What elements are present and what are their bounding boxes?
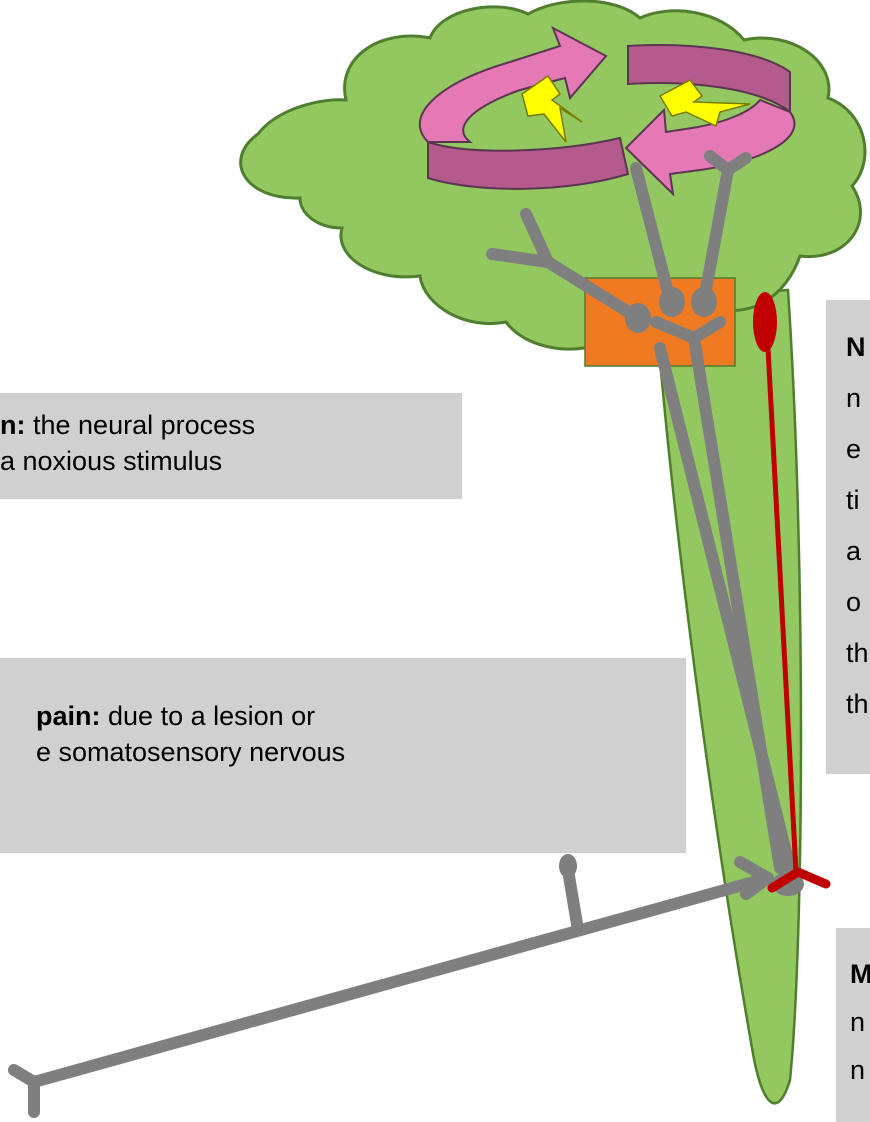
right-top-line-7: th	[846, 679, 870, 730]
neuron-body-peripheral	[559, 854, 577, 878]
peripheral-neuron	[34, 878, 768, 1082]
right-bottom-term: M	[850, 950, 870, 998]
nociception-textbox: n: the neural process a noxious stimulus	[0, 393, 462, 499]
nociception-term: n:	[0, 410, 25, 440]
right-top-line-6: th	[846, 628, 870, 679]
neuron-body-1	[625, 303, 651, 333]
right-bottom-line-1: n	[850, 998, 870, 1046]
neuropathic-textbox: pain: due to a lesion or e somatosensory…	[0, 658, 686, 853]
neuropathic-line-2: e somatosensory nervous	[36, 734, 686, 770]
neuron-body-3	[691, 287, 717, 317]
neuropathic-term: pain:	[36, 701, 101, 731]
right-top-line-1: n	[846, 373, 870, 424]
right-top-line-5: o	[846, 577, 870, 628]
right-bottom-textbox: M n n	[836, 928, 870, 1122]
neuropathic-line-1: due to a lesion or	[108, 701, 315, 731]
right-top-line-2: e	[846, 424, 870, 475]
neuron-body-2	[659, 287, 685, 317]
right-top-line-3: ti	[846, 475, 870, 526]
right-top-line-4: a	[846, 526, 870, 577]
right-top-term: N	[846, 322, 870, 373]
right-top-textbox: N n e ti a o th th	[826, 300, 870, 774]
peripheral-end-icon	[14, 1070, 34, 1112]
right-bottom-line-2: n	[850, 1046, 870, 1094]
peripheral-branch	[568, 870, 578, 930]
nociception-line-1: the neural process	[33, 410, 255, 440]
red-neuron-body	[753, 292, 777, 352]
nociception-line-2: a noxious stimulus	[0, 443, 462, 479]
